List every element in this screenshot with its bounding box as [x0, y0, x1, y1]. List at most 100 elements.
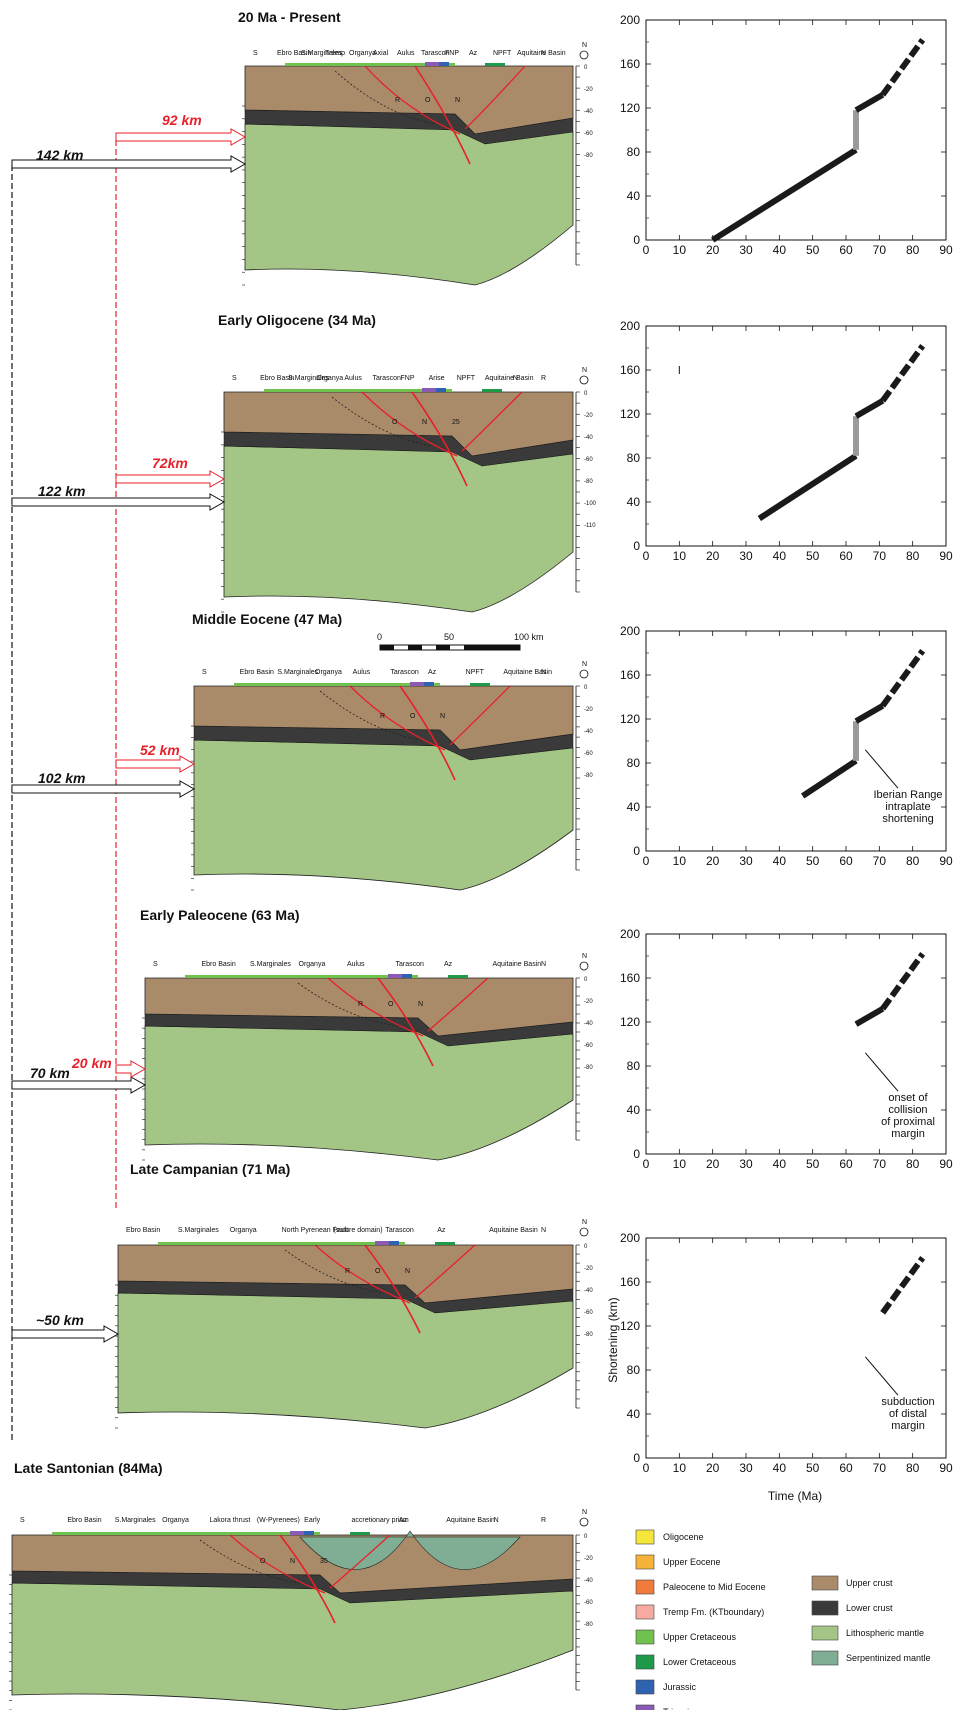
x-tick-label: 60 [839, 549, 853, 563]
x-tick-label: 30 [739, 1461, 753, 1475]
section-label: FNP [445, 50, 459, 57]
dashed-fault [331, 396, 433, 447]
domain-label: 35 [320, 1558, 328, 1565]
section-label: S.Marginales [250, 961, 291, 968]
dashed-fault [199, 1539, 301, 1584]
x-tick-label: 40 [773, 243, 787, 257]
chart-note: subduction [881, 1396, 934, 1408]
x-tick-label: 10 [673, 549, 687, 563]
chart-note: onset of [888, 1092, 928, 1104]
north-symbol [579, 1517, 589, 1527]
mantle-layer [244, 123, 574, 286]
depth-label: 0 [584, 977, 588, 983]
section-title-6: Late Santonian (84Ma) [14, 1460, 163, 1476]
y-tick-label: 40 [627, 495, 641, 509]
red-shortening-arrow [115, 470, 226, 488]
series-solid [711, 147, 858, 243]
x-tick-label: 80 [906, 1157, 920, 1171]
depth-label: -20 [584, 999, 593, 1005]
section-label: North Pyrenean Fault [282, 1227, 349, 1234]
mantle-layer [11, 1582, 574, 1710]
x-tick-label: 50 [806, 1461, 820, 1475]
legend-swatch [635, 1629, 655, 1645]
dashed-fault [297, 982, 399, 1027]
depth-label: -20 [584, 1266, 593, 1272]
secondary-fault [229, 1534, 326, 1594]
y-tick-label: 0 [633, 233, 640, 247]
triassic-cap [425, 62, 439, 66]
main-fault [279, 1534, 336, 1624]
depth-label: -20 [584, 413, 593, 419]
domain-label: N [405, 1268, 410, 1275]
section-label: Az [444, 961, 453, 968]
scale-100: 100 km [514, 632, 544, 642]
x-tick-label: 20 [706, 1157, 720, 1171]
dashed-fault [319, 690, 421, 741]
legend-swatch [811, 1625, 839, 1641]
section-label: (W-Pyrenees) [257, 1517, 300, 1524]
x-tick-label: 60 [839, 854, 853, 868]
chart-note: of distal [889, 1408, 927, 1420]
mantle-layer [144, 1025, 574, 1161]
y-tick-label: 80 [627, 756, 641, 770]
section-label: Aulus [353, 669, 371, 676]
chart-frame [645, 325, 947, 547]
section-label: Aquitaine Basin [503, 669, 552, 676]
triassic-cap [388, 974, 402, 978]
section-label: S.Marginales [178, 1227, 219, 1234]
depth-label: -110 [584, 523, 596, 529]
section-label: Aquitaine Basin [446, 1517, 495, 1524]
depth-label: -80 [584, 773, 593, 779]
series-solid-2 [854, 1006, 885, 1027]
secondary-fault [327, 977, 424, 1037]
x-tick-label: 50 [806, 854, 820, 868]
triassic-cap [290, 1531, 304, 1535]
chart-note: shortening [882, 813, 933, 825]
north-symbol [579, 669, 589, 679]
upper-crust [144, 977, 574, 1037]
secondary-fault [361, 391, 458, 457]
x-tick-label: 90 [939, 854, 953, 868]
main-fault [399, 685, 456, 781]
section-label: Organya [349, 50, 376, 57]
legend-label: Paleocene to Mid Eocene [663, 1582, 766, 1592]
x-tick-label: 40 [773, 1461, 787, 1475]
x-tick-label: 40 [773, 1157, 787, 1171]
legend-swatch [811, 1575, 839, 1591]
y-tick-label: 160 [620, 971, 640, 985]
domain-label: R [358, 1001, 363, 1008]
north-label: N [582, 1219, 587, 1226]
section-label: Tarascon [385, 1227, 414, 1234]
scale-0: 0 [377, 632, 382, 642]
y-tick-label: 120 [620, 712, 640, 726]
back-fault [427, 977, 489, 1032]
x-tick-label: 30 [739, 854, 753, 868]
legend-label: Lithospheric mantle [846, 1628, 924, 1638]
depth-label: 0 [584, 65, 588, 71]
lower-cretaceous-cap [350, 1532, 370, 1535]
total-km-3: 102 km [38, 770, 85, 786]
depth-label: -80 [584, 1332, 593, 1338]
section-label: S.Marginales [301, 50, 342, 57]
shortening-arrows [11, 140, 117, 1440]
x-tick-label: 90 [939, 243, 953, 257]
total-km-5: ~50 km [36, 1312, 84, 1328]
chart-frame [645, 19, 947, 241]
section-label: Az [399, 1517, 408, 1524]
x-tick-label: 70 [873, 1461, 887, 1475]
section-label: Ebro Basin [202, 961, 236, 968]
total-shortening-arrow [11, 780, 196, 798]
secondary-fault [314, 1244, 411, 1304]
jurassic-cap [304, 1531, 314, 1535]
serpentinized-mantle [299, 1530, 521, 1570]
depth-label: -20 [584, 1556, 593, 1562]
scale-50: 50 [444, 632, 454, 642]
domain-label: O [425, 97, 431, 104]
upper-crust [244, 65, 574, 135]
depth-label: -40 [584, 1578, 593, 1584]
secondary-fault [349, 685, 446, 751]
depth-label: -100 [584, 501, 597, 507]
section-label: Ebro Basin [277, 50, 311, 57]
lower-cretaceous-cap [435, 1242, 455, 1245]
